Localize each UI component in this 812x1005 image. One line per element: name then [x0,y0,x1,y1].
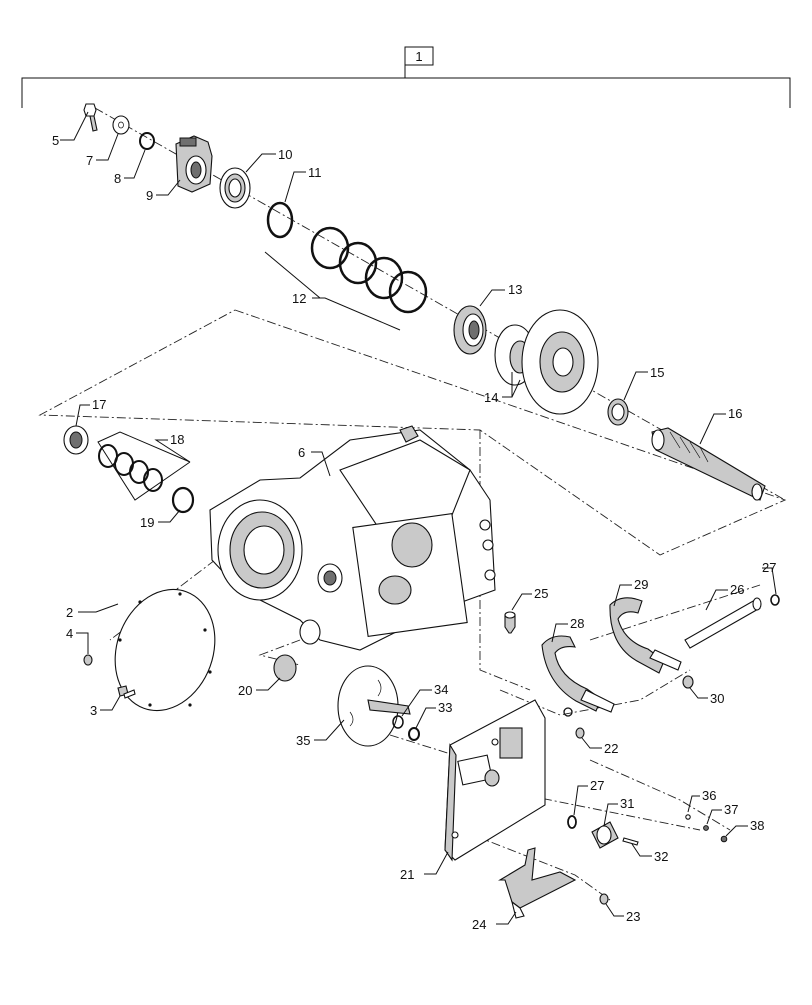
part-27-snap-ring-lower [567,815,577,829]
callout-27-lower: 27 [590,778,604,793]
part-26-rod [684,597,762,649]
callout-31: 31 [620,796,634,811]
callout-22: 22 [604,741,618,756]
part-13-bearing [453,305,487,355]
callout-17: 17 [92,397,106,412]
part-34-ring [392,715,404,729]
part-16-shaft [651,427,766,501]
callout-25: 25 [534,586,548,601]
callout-23: 23 [626,909,640,924]
callout-9: 9 [146,188,153,203]
callout-15: 15 [650,365,664,380]
callout-27-upper: 27 [762,560,776,575]
part-31-collar [591,821,619,849]
part-9-flange [175,135,213,193]
leader-lines [60,111,777,925]
part-30-bushing [682,675,694,689]
part-7-washer [112,115,130,135]
callout-37: 37 [724,802,738,817]
callout-26: 26 [730,582,744,597]
callout-13: 13 [508,282,522,297]
part-21-cover-plate [444,699,546,862]
part-6-housing [209,425,496,651]
part-37-spring [703,825,709,831]
part-25-fitting [504,611,516,634]
part-18-ring-set [98,444,163,492]
callout-30: 30 [710,691,724,706]
callout-32: 32 [654,849,668,864]
callout-10: 10 [278,147,292,162]
part-11-snap-ring [266,201,294,239]
part-8-snap-ring [139,132,155,150]
part-5-bolt [83,103,98,132]
part-15-ring [607,398,629,426]
callout-28: 28 [570,616,584,631]
callout-3: 3 [90,703,97,718]
callout-5: 5 [52,133,59,148]
part-17-seal [63,425,89,455]
assembly-bracket: 1 [21,46,791,108]
callout-35: 35 [296,733,310,748]
callout-20: 20 [238,683,252,698]
part-36-ball [685,814,691,820]
callout-21: 21 [400,867,414,882]
callout-2: 2 [66,605,73,620]
callout-8: 8 [114,171,121,186]
part-4-screw [83,654,93,666]
callout-7: 7 [86,153,93,168]
callout-36: 36 [702,788,716,803]
part-2-gasket [114,588,216,712]
part-32-pin [622,837,639,846]
part-10-seal [219,167,251,209]
part-24-bracket [498,847,577,919]
callout-33: 33 [438,700,452,715]
part-29-shift-fork [609,597,682,674]
callout-16: 16 [728,406,742,421]
part-28-shift-fork [541,635,615,713]
callout-6: 6 [298,445,305,460]
part-22-bolt [563,707,585,739]
part-33-snap-ring [408,727,420,741]
callout-29: 29 [634,577,648,592]
callout-38: 38 [750,818,764,833]
part-12-ring-set [310,226,428,314]
callout-34: 34 [434,682,448,697]
part-14-cup-and-disc [494,309,599,415]
callout-18: 18 [170,432,184,447]
callout-4: 4 [66,626,73,641]
callout-11: 11 [308,165,322,180]
callout-12: 12 [292,291,306,306]
part-19-snap-ring [171,486,195,514]
assembly-number-label: 1 [415,49,422,64]
callout-14: 14 [484,390,498,405]
part-20-plug [273,654,297,682]
part-27-snap-ring-upper [770,594,780,606]
part-23-bolt [599,893,609,905]
callout-24: 24 [472,917,486,932]
callout-numbers: 5 7 8 9 10 11 12 13 14 15 16 17 18 19 6 … [52,133,776,932]
part-3-screw [117,685,136,699]
part-38-plug [720,835,728,843]
callout-19: 19 [140,515,154,530]
part-35-detent-plate [337,665,411,747]
